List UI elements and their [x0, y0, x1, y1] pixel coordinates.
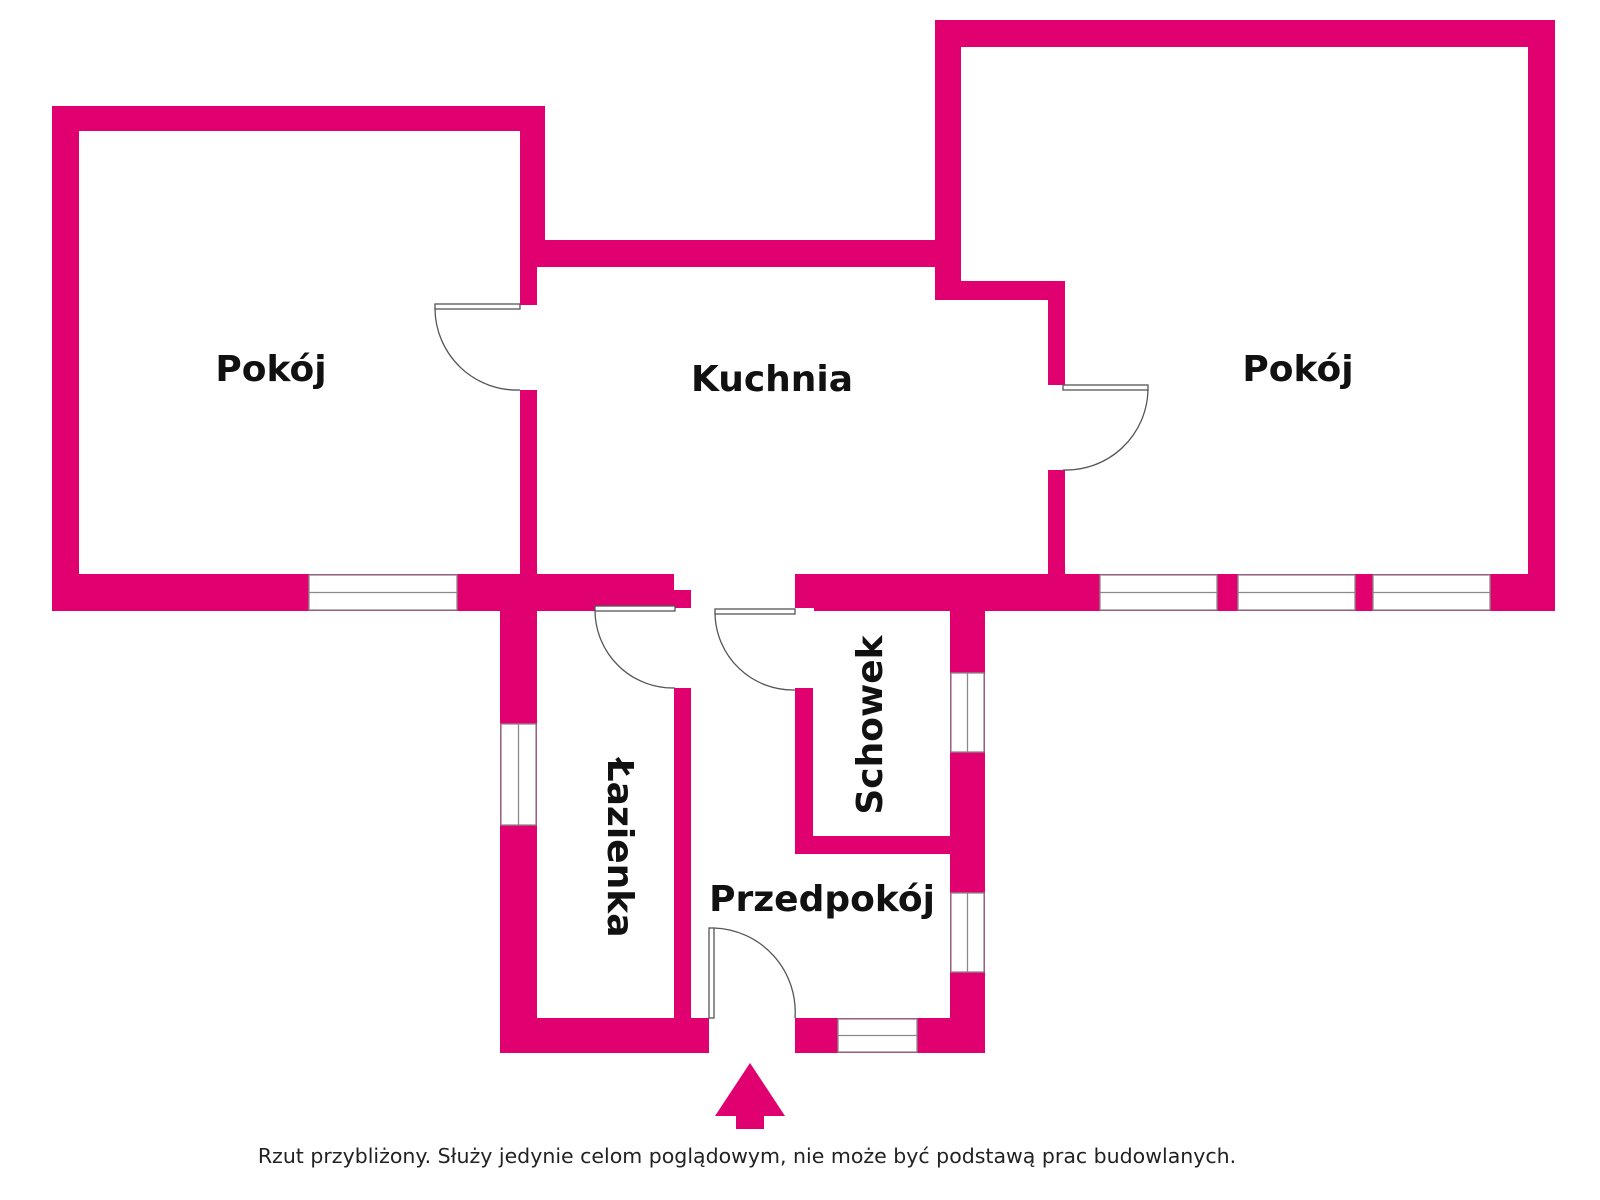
room-label-pokoj-right: Pokój [1242, 349, 1353, 390]
window [950, 672, 985, 753]
window [500, 723, 537, 826]
room-label-pokoj-left: Pokój [215, 349, 326, 390]
wall [52, 106, 79, 611]
doors [434, 303, 1149, 1054]
door [434, 303, 539, 391]
door [594, 605, 693, 689]
wall [935, 281, 1065, 300]
up-arrow-icon [715, 1063, 785, 1129]
door [714, 608, 814, 691]
wall [520, 240, 953, 267]
wall [935, 20, 961, 295]
window [1237, 574, 1356, 611]
window [837, 1018, 918, 1053]
disclaimer-text: Rzut przybliżony. Służy jedynie celom po… [258, 1144, 1236, 1168]
room-label-schowek: Schowek [850, 634, 891, 814]
windows [308, 574, 1491, 1053]
wall [935, 20, 1555, 47]
room-label-kuchnia: Kuchnia [691, 359, 853, 400]
room-label-przedpokoj: Przedpokój [709, 879, 935, 920]
room-label-lazienka: Łazienka [599, 757, 640, 938]
wall [52, 106, 545, 131]
wall [795, 836, 985, 854]
wall [520, 240, 537, 580]
window [1099, 574, 1218, 611]
window [1372, 574, 1491, 611]
window [308, 574, 458, 611]
wall [950, 590, 985, 1053]
entrance-door [708, 927, 796, 1054]
wall [1528, 20, 1555, 611]
door [1046, 384, 1149, 471]
wall [674, 590, 691, 1020]
wall [500, 1018, 709, 1053]
window [950, 892, 985, 973]
